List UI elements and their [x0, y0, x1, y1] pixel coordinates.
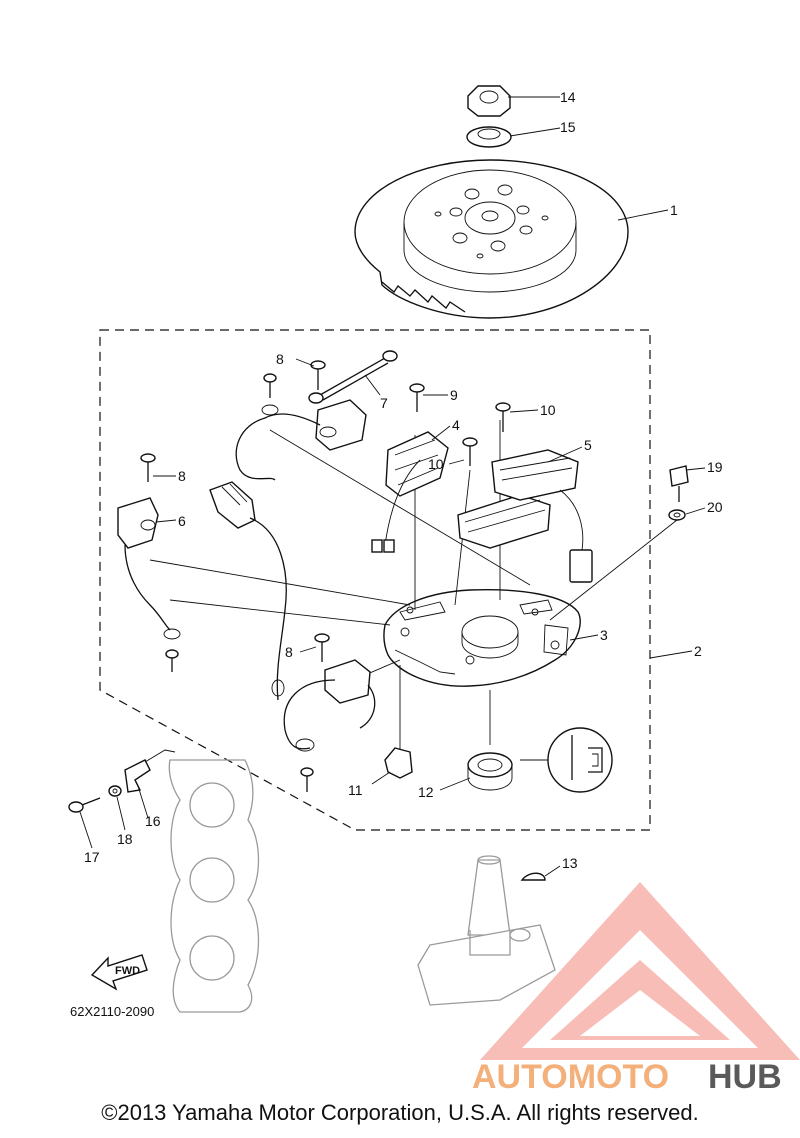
callout-16: 16 [145, 813, 161, 829]
pulser-coil-top [235, 399, 367, 481]
callout-4: 4 [452, 417, 460, 433]
screw-base-lower [300, 767, 314, 792]
flywheel-nut [467, 85, 511, 117]
flywheel [354, 159, 629, 319]
copyright-notice: ©2013 Yamaha Motor Corporation, U.S.A. A… [101, 1100, 699, 1125]
stator-base [383, 588, 581, 687]
callout-14: 14 [560, 89, 576, 105]
callout-11: 11 [348, 782, 363, 798]
leader-lines [79, 96, 706, 877]
screw-10-right [495, 402, 511, 432]
screw-8-lower [314, 633, 330, 662]
flywheel-washer [466, 126, 512, 148]
clamp-16 [124, 749, 176, 793]
ground-lead [308, 350, 398, 404]
seal-detail-view [520, 727, 613, 793]
screw-10-left [462, 437, 478, 466]
lighting-coil [457, 449, 593, 583]
callout-13: 13 [562, 855, 578, 871]
callout-12: 12 [418, 784, 434, 800]
callout-8-top: 8 [276, 351, 284, 367]
callout-7: 7 [380, 395, 388, 411]
crankcase-outline [168, 759, 260, 1013]
callout-8-left: 8 [178, 468, 186, 484]
fwd-arrow: FWD [90, 954, 148, 991]
fwd-label: FWD [115, 965, 140, 977]
washer-20 [668, 509, 686, 521]
callout-6: 6 [178, 513, 186, 529]
callouts: 14 15 1 2 3 4 5 6 7 8 8 8 9 10 10 11 12 … [84, 89, 723, 871]
callout-1: 1 [670, 202, 678, 218]
screw-8-left [140, 453, 156, 482]
watermark-text: AUTOMOTO HUB [472, 1058, 782, 1096]
washer-18 [108, 785, 122, 797]
watermark-logo [480, 882, 800, 1060]
bolt-19 [669, 465, 689, 502]
wire-harness [209, 481, 287, 701]
callout-20: 20 [707, 499, 723, 515]
callout-5: 5 [584, 437, 592, 453]
callout-3: 3 [600, 627, 608, 643]
callout-2: 2 [694, 643, 702, 659]
alignment-lines [149, 420, 531, 755]
pulser-coil-lower [283, 659, 376, 752]
crankshaft-end [417, 855, 556, 1006]
screw-17 [68, 797, 101, 813]
screw-base-left [165, 649, 179, 672]
callout-15: 15 [560, 119, 576, 135]
callout-9: 9 [450, 387, 458, 403]
callout-8-lower: 8 [285, 644, 293, 660]
callout-19: 19 [707, 459, 723, 475]
callout-18: 18 [117, 831, 133, 847]
screw-8-small [261, 373, 279, 416]
callout-10-right: 10 [540, 402, 556, 418]
woodruff-key [520, 872, 546, 881]
assembly-boundary [99, 329, 651, 831]
watermark-part2: HUB [708, 1058, 782, 1096]
callout-10-left: 10 [428, 456, 444, 472]
callout-17: 17 [84, 849, 100, 865]
clamp-11 [384, 747, 413, 779]
charge-coil [371, 431, 449, 553]
screw-9 [409, 383, 425, 412]
watermark-part1: AUTOMOTO [472, 1058, 669, 1096]
oil-seal-12 [467, 752, 513, 791]
pulser-coil-left [117, 497, 181, 640]
diagram-code: 62X2110-2090 [70, 1004, 154, 1019]
screw-8-top [310, 360, 326, 390]
